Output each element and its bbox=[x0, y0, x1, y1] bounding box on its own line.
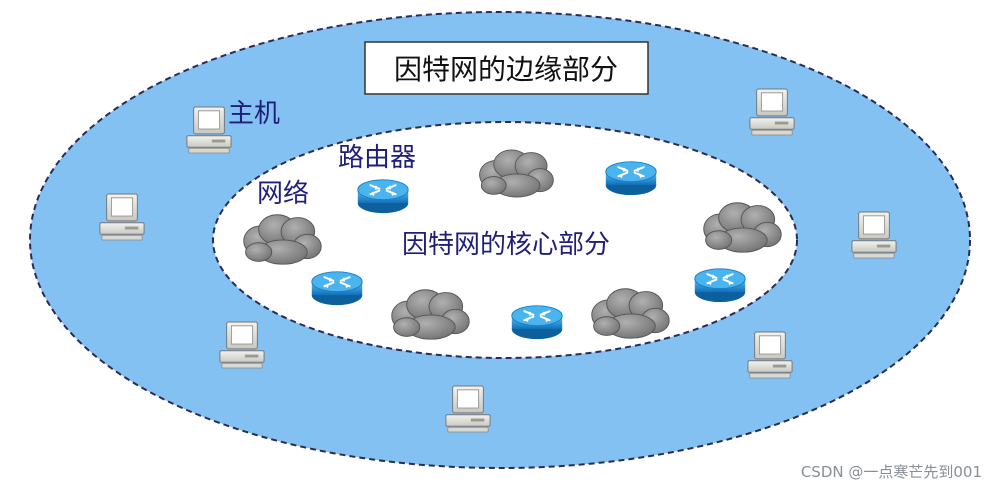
host-computer-icon bbox=[445, 385, 491, 433]
host-computer-icon bbox=[851, 211, 897, 259]
edge-title-box bbox=[364, 41, 649, 95]
router-icon bbox=[510, 304, 564, 341]
router-icon bbox=[693, 267, 747, 304]
core-title: 因特网的核心部分 bbox=[402, 230, 610, 260]
router-icon bbox=[310, 270, 364, 307]
host-computer-icon bbox=[219, 321, 265, 369]
network-label: 网络 bbox=[257, 179, 309, 209]
router-icon bbox=[604, 160, 658, 197]
host-label: 主机 bbox=[228, 99, 280, 129]
edge-title: 因特网的边缘部分 bbox=[394, 53, 618, 86]
host-computer-icon bbox=[186, 106, 232, 154]
router-icon bbox=[356, 178, 410, 215]
watermark: CSDN @一点寒芒先到001 bbox=[800, 463, 982, 481]
host-computer-icon bbox=[747, 331, 793, 379]
host-computer-icon bbox=[749, 88, 795, 136]
host-computer-icon bbox=[99, 193, 145, 241]
router-label: 路由器 bbox=[338, 143, 416, 173]
